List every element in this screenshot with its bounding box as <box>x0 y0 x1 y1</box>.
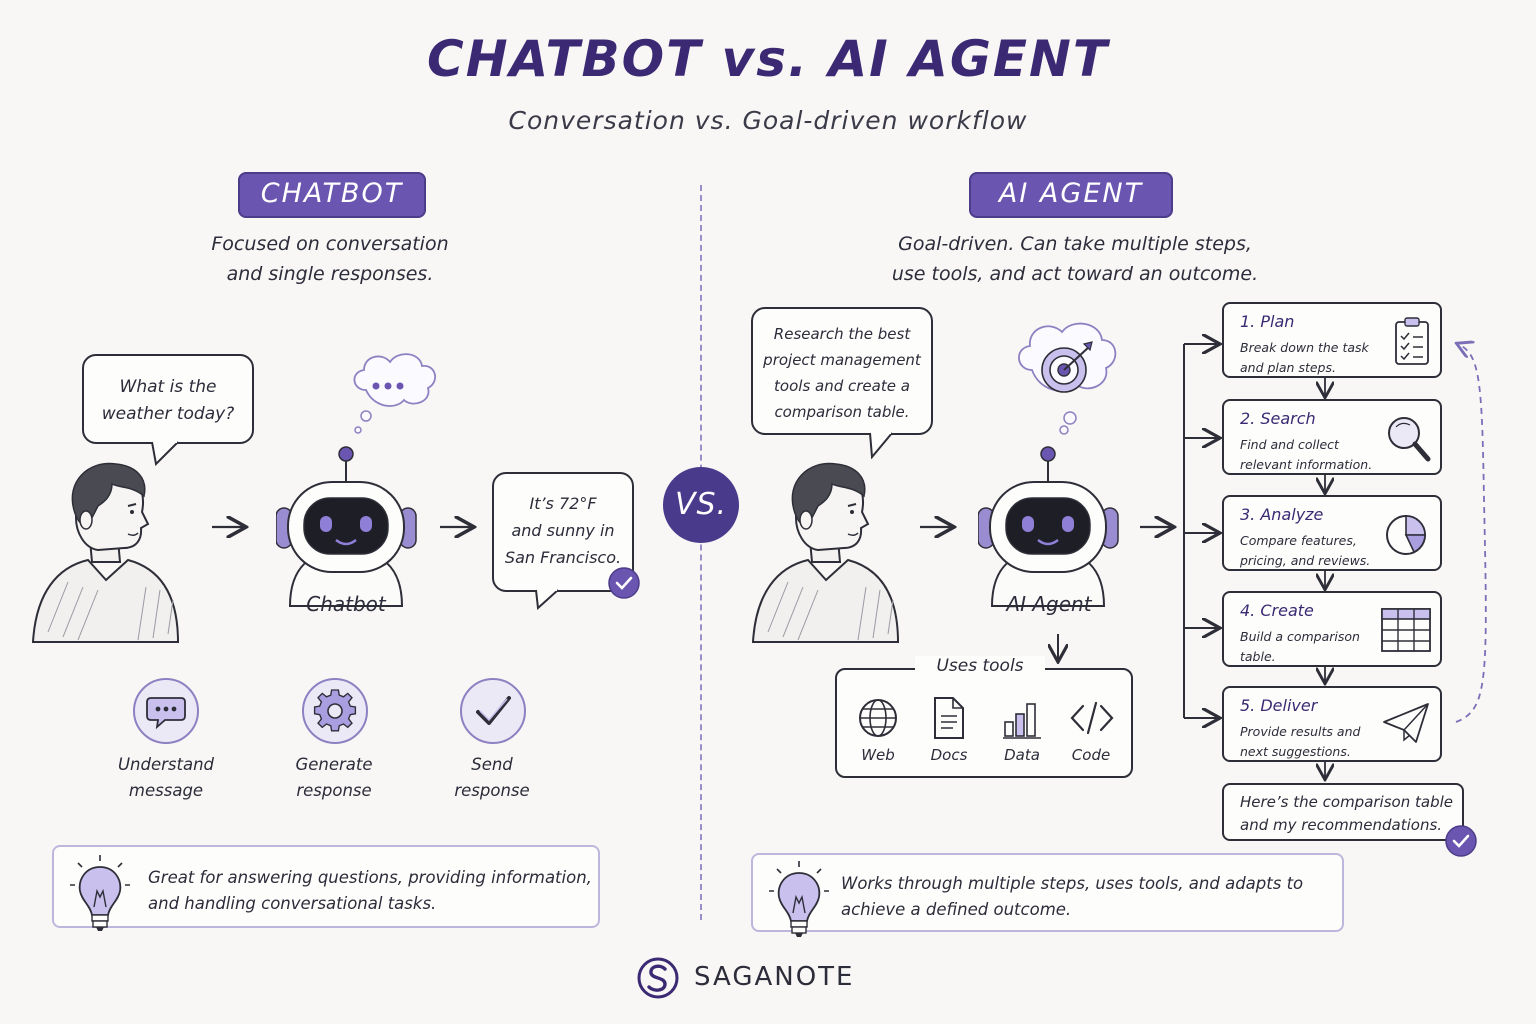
check-badge-icon <box>608 567 641 600</box>
thinking-bubble <box>353 353 437 434</box>
tool-label-data: Data <box>1004 746 1040 764</box>
tool-label-web: Web <box>861 746 895 764</box>
chatbot-tag: CHATBOT <box>238 172 426 218</box>
clipboard-checklist-icon <box>1395 317 1429 365</box>
workflow-step-search: 2. Search Find and collect relevant info… <box>1222 399 1442 475</box>
workflow-connectors <box>1183 300 1487 860</box>
lightbulb-icon <box>769 860 830 938</box>
target-icon <box>1041 341 1093 393</box>
page-title: CHATBOT vs. AI AGENT <box>427 30 1109 88</box>
workflow-step-analyze: 3. Analyze Compare features, pricing, an… <box>1222 495 1442 571</box>
tool-label-code: Code <box>1071 746 1111 764</box>
user-person-illustration <box>32 462 179 643</box>
chatbot-description: Focused on conversation and single respo… <box>211 233 449 285</box>
tools-title: Uses tools <box>915 656 1045 676</box>
arrow-right-icon <box>440 515 478 539</box>
bar-chart-icon <box>1003 703 1041 739</box>
bubble-tail <box>869 431 893 459</box>
agent-user-person-illustration <box>752 462 899 643</box>
lightbulb-icon <box>70 854 131 932</box>
agent-tag: AI AGENT <box>969 172 1173 218</box>
chatbot-label: Chatbot <box>306 592 386 616</box>
bot-response-bubble: It’s 72°F and sunny in San Francisco. <box>492 472 634 592</box>
agent-description: Goal-driven. Can take multiple steps, us… <box>891 233 1259 285</box>
arrow-right-icon <box>920 515 958 539</box>
center-divider <box>700 185 702 920</box>
agent-summary-note: Works through multiple steps, uses tools… <box>751 853 1344 938</box>
user-message-bubble: What is the weather today? <box>82 354 254 444</box>
arrow-right-icon <box>212 515 250 539</box>
code-icon <box>1070 701 1114 735</box>
workflow-step-deliver: 5. Deliver Provide results and next sugg… <box>1222 686 1442 762</box>
chat-bubble-icon <box>133 678 199 744</box>
s-circle-logo-icon <box>637 957 679 999</box>
tool-label-docs: Docs <box>930 746 968 764</box>
pie-chart-icon <box>1386 515 1426 555</box>
step-caption-send: Send response <box>454 755 530 800</box>
bubble-tail <box>535 588 559 610</box>
bubble-tail <box>151 440 179 466</box>
workflow-step-plan: 1. Plan Break down the task and plan ste… <box>1222 302 1442 378</box>
agent-robot-illustration <box>978 446 1120 608</box>
agent-user-message-bubble: Research the best project management too… <box>751 307 933 435</box>
step-caption-understand: Understand message <box>117 755 215 800</box>
paper-plane-icon <box>1383 703 1429 743</box>
workflow-step-create: 4. Create Build a comparison table. <box>1222 591 1442 667</box>
arrow-right-icon <box>1140 515 1178 539</box>
table-icon <box>1381 608 1431 652</box>
gear-icon <box>302 678 368 744</box>
vs-badge: VS. <box>663 467 739 543</box>
chatbot-robot-illustration <box>276 446 418 608</box>
check-badge-icon <box>1445 825 1478 858</box>
globe-icon <box>859 699 897 737</box>
checkmark-icon <box>460 678 526 744</box>
brand-name: SAGANOTE <box>694 962 855 992</box>
document-icon <box>934 697 964 739</box>
agent-label: AI Agent <box>1006 592 1092 616</box>
chatbot-summary-note: Great for answering questions, providing… <box>52 845 600 932</box>
magnifier-icon <box>1388 417 1431 462</box>
agent-result-bubble: Here’s the comparison table and my recom… <box>1222 783 1464 841</box>
tools-panel: Uses tools Web Docs Data Code <box>835 656 1133 778</box>
arrow-down-icon <box>1046 634 1070 664</box>
page-subtitle: Conversation vs. Goal-driven workflow <box>508 106 1028 135</box>
step-caption-generate: Generate response <box>295 755 373 800</box>
